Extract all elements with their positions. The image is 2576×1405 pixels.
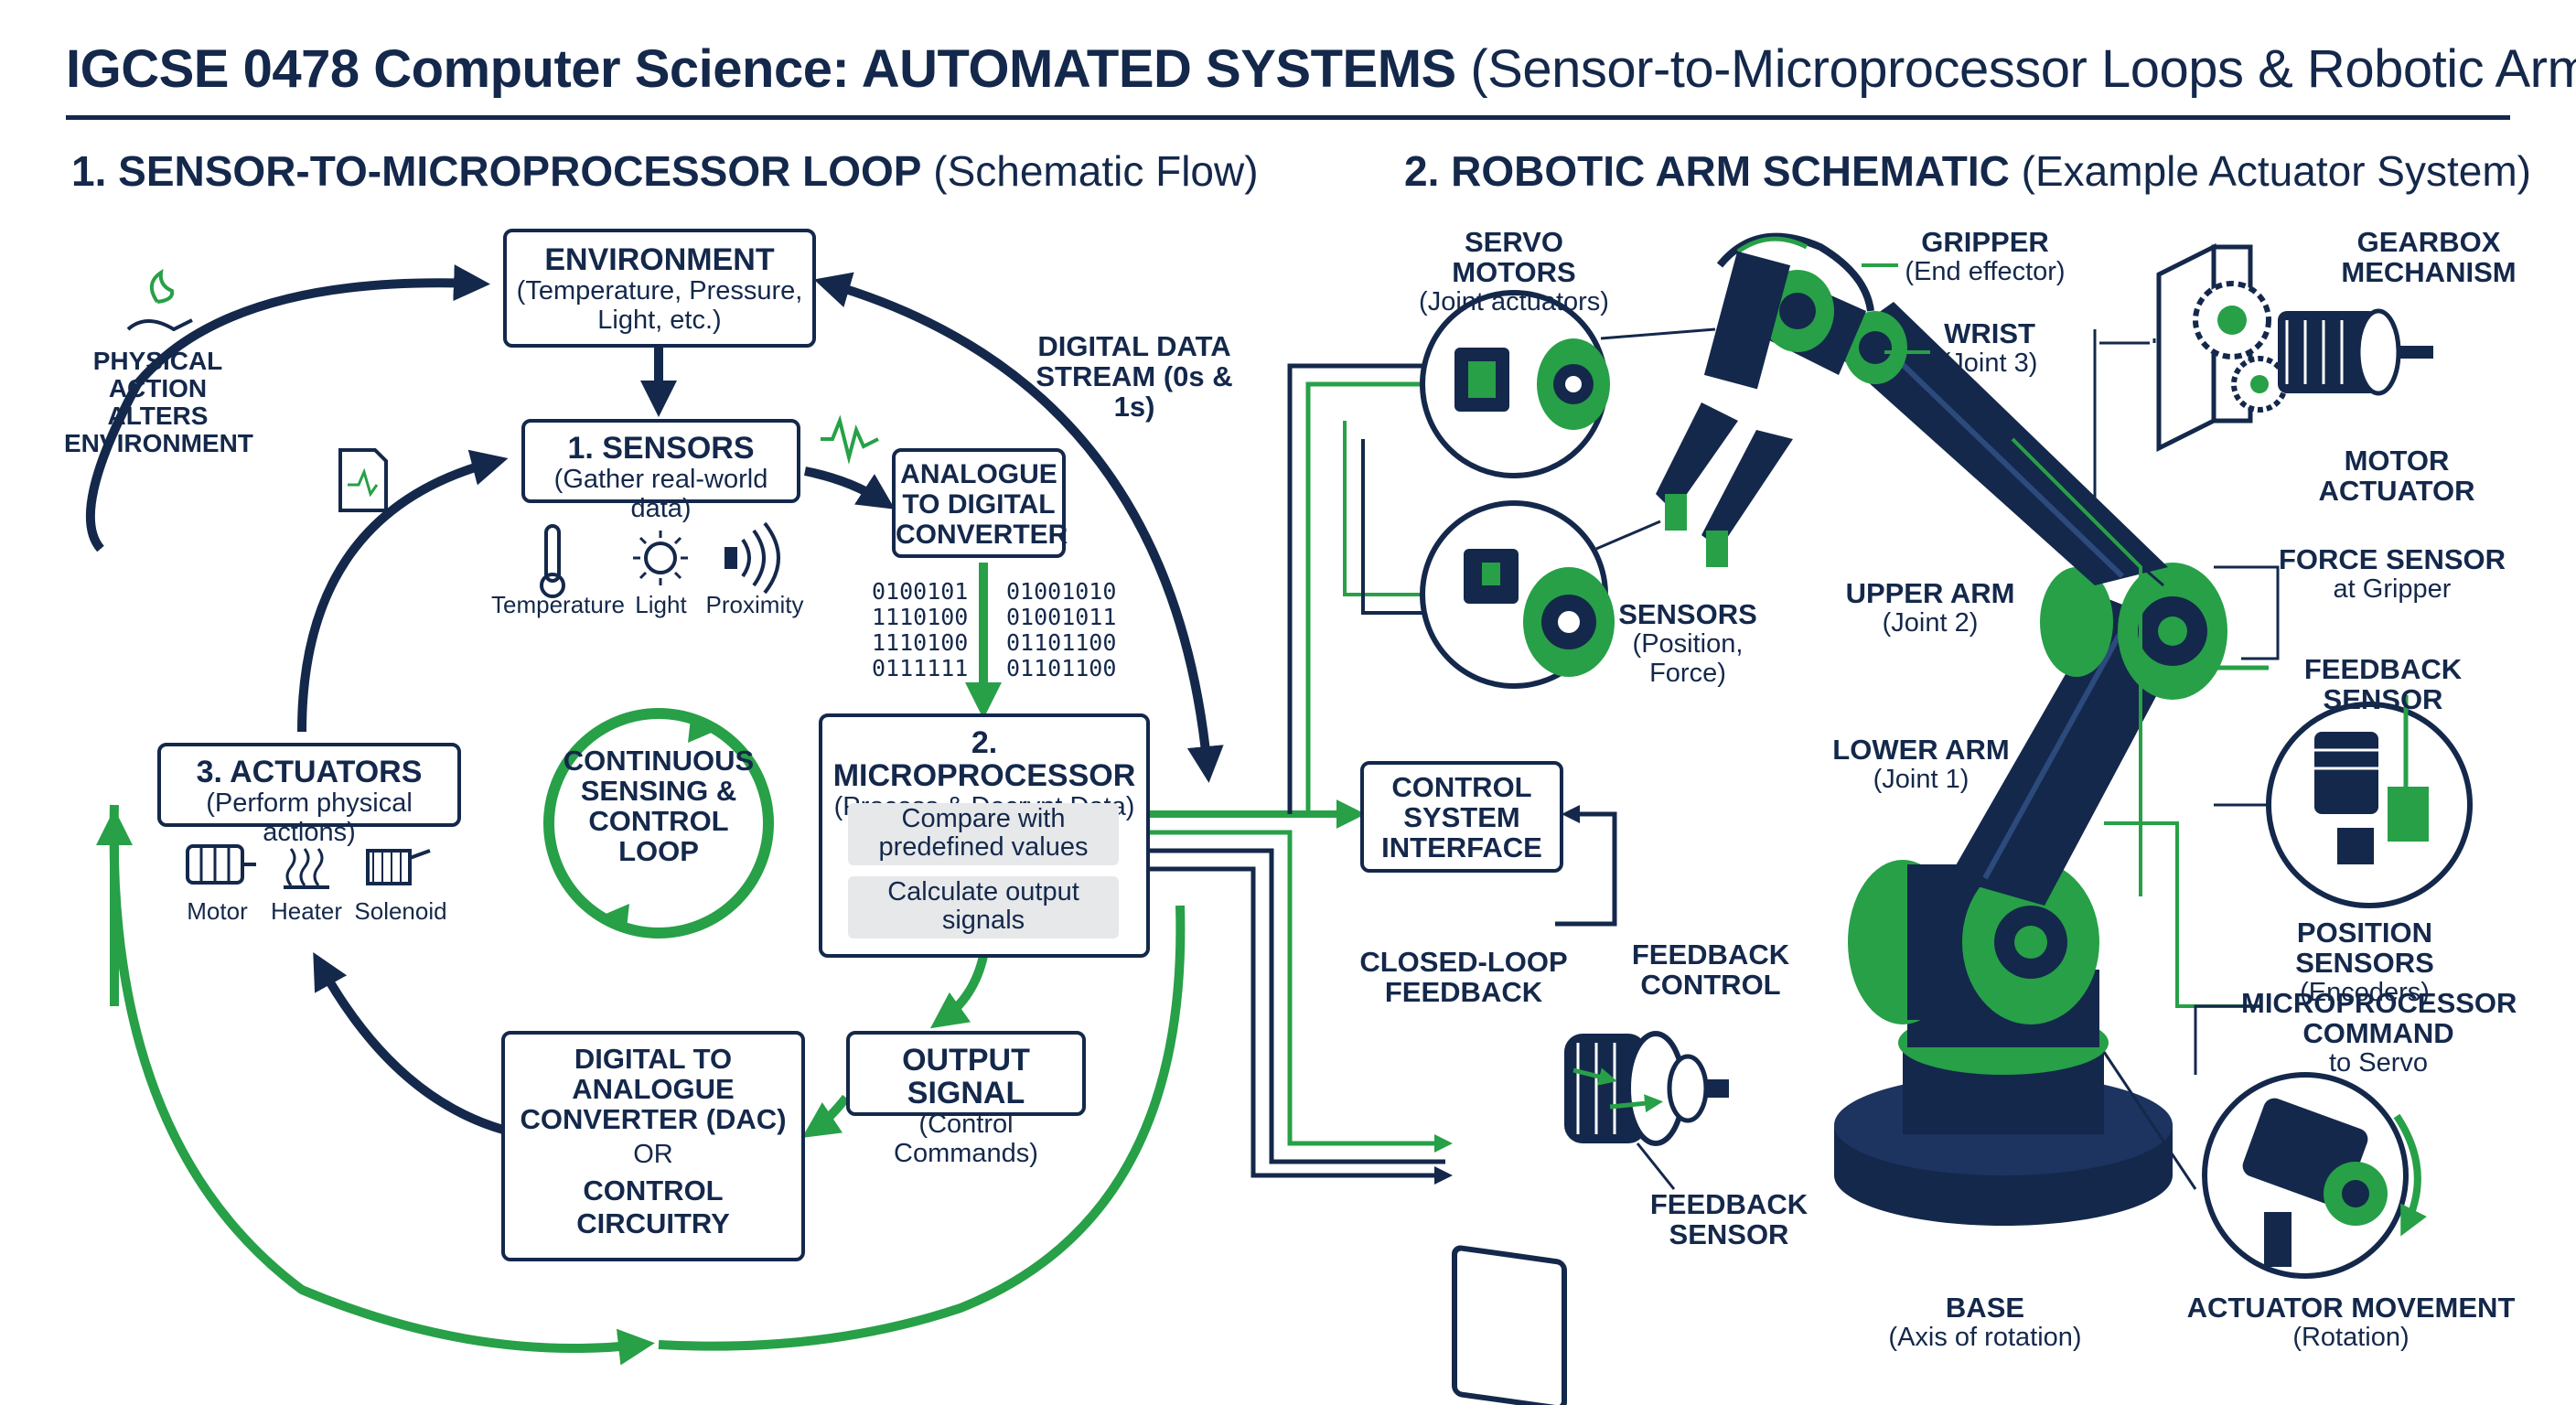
title-divider <box>66 115 2510 120</box>
calculate-step: Calculate output signals <box>848 876 1119 938</box>
control-interface-box: CONTROL SYSTEM INTERFACE <box>1360 761 1563 873</box>
page-title: IGCSE 0478 Computer Science: AUTOMATED S… <box>66 39 2576 99</box>
upper-arm-label: UPPER ARM(Joint 2) <box>1845 577 2015 638</box>
motor-actuator-label: MOTOR ACTUATOR <box>2318 445 2475 507</box>
actuator-icons-row <box>186 844 431 889</box>
gearbox-illustration <box>2156 242 2433 453</box>
outer-arc-right-green <box>658 905 1186 1351</box>
sensors-to-adc-arrow <box>804 467 896 509</box>
robotic-arm <box>1656 232 2227 1226</box>
heater-label: Heater <box>270 897 343 925</box>
signal-wave-icon <box>821 414 879 465</box>
motor-label: Motor <box>187 897 248 925</box>
physical-action-label: PHYSICAL ACTION ALTERS ENVIRONMENT <box>64 347 253 457</box>
physical-action-icon <box>126 268 193 332</box>
environment-box: ENVIRONMENT (Temperature, Pressure, Ligh… <box>503 229 816 348</box>
digital-data-stream-label: DIGITAL DATA STREAM (0s & 1s) <box>1036 330 1233 423</box>
actuators-box: 3. ACTUATORS (Perform physical actions) <box>157 743 461 847</box>
light-label: Light <box>635 591 687 618</box>
dac-to-actuators-arc <box>313 951 505 1134</box>
feedback-motor-illustration <box>1452 1031 1729 1405</box>
micro-to-output-arrow <box>929 954 988 1029</box>
section-heading-arm: 2. ROBOTIC ARM SCHEMATIC (Example Actuat… <box>1404 147 2531 195</box>
closed-loop-label: CLOSED-LOOP FEEDBACK <box>1359 946 1568 1008</box>
gearbox-label: GEARBOX MECHANISM <box>2341 226 2517 288</box>
sensor-icons-row <box>540 521 780 598</box>
adc-box: ANALOGUE TO DIGITAL CONVERTER <box>892 448 1068 558</box>
outer-arc-left-green <box>109 804 655 1366</box>
actuator-movement-label: ACTUATOR MOVEMENT(Rotation) <box>2186 1292 2516 1352</box>
actuators-to-sensors-arc <box>297 449 509 733</box>
continuous-loop-label: CONTINUOUS SENSING & CONTROL LOOP <box>563 745 755 867</box>
bits-left: 0100101 1110100 1110100 0111111 <box>872 578 969 681</box>
gripper-label: GRIPPER(End effector) <box>1905 226 2066 286</box>
outer-arc-top-left <box>134 264 490 388</box>
base-label: BASE(Axis of rotation) <box>1888 1292 2082 1352</box>
feedback-sensor-top-label: FEEDBACK SENSOR <box>2303 653 2463 715</box>
dac-box: DIGITAL TO ANALOGUE CONVERTER (DAC) OR C… <box>501 1031 805 1261</box>
servo-motors-label: SERVO MOTORS(Joint actuators) <box>1419 226 1609 316</box>
bits-right: 01001010 01001011 01101100 01101100 <box>1006 578 1117 681</box>
solenoid-label: Solenoid <box>354 897 447 925</box>
outer-arc-right-navy <box>813 272 1224 783</box>
feedback-control-label: FEEDBACK CONTROL <box>1631 938 1790 1001</box>
sensors-box: 1. SENSORS (Gather real-world data) <box>521 419 800 523</box>
section-heading-loop: 1. SENSOR-TO-MICROPROCESSOR LOOP (Schema… <box>71 147 1259 195</box>
compare-step: Compare with predefined values <box>848 803 1119 865</box>
document-icon <box>338 448 388 512</box>
feedback-sensor-bottom-label: FEEDBACK SENSOR <box>1649 1188 1809 1250</box>
lower-arm-label: LOWER ARM(Joint 1) <box>1832 734 2010 794</box>
temperature-label: Temperature <box>491 591 625 618</box>
sensors-callout-label: SENSORS(Position, Force) <box>1618 598 1757 688</box>
output-signal-box: OUTPUT SIGNAL (Control Commands) <box>846 1031 1086 1168</box>
wrist-label: WRIST(Joint 3) <box>1941 317 2038 378</box>
outer-arc-left-navy <box>85 381 142 552</box>
continuous-loop-ring <box>543 708 774 938</box>
position-sensors-label: POSITION SENSORS(Encoders) <box>2295 917 2434 1007</box>
output-to-dac-arrow <box>801 1094 850 1138</box>
proximity-label: Proximity <box>705 591 804 618</box>
